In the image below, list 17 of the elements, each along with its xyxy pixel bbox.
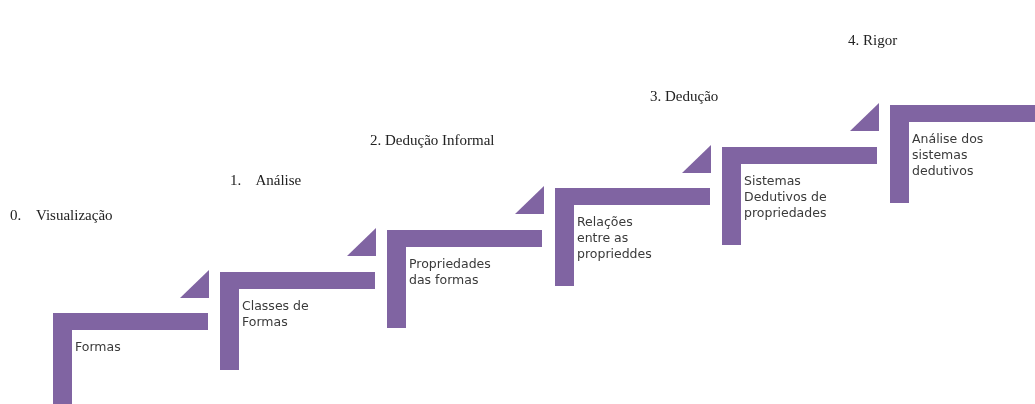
step-label: Relações entre as proprieddes [577,214,653,262]
step-label: Análise dos sistemas dedutivos [912,131,985,179]
stair-step [555,188,710,286]
level-heading: 4. Rigor [848,32,898,49]
level-heading: 0. Visualização [10,207,113,224]
step-label: Sistemas Dedutivos de propriedades [744,173,828,221]
step-label: Formas [75,339,122,355]
stair-step [722,147,877,245]
stair-step [53,313,208,404]
step-label: Classes de Formas [242,298,310,330]
step-label: Propriedades das formas [409,256,492,288]
level-heading: 1. Análise [230,172,302,189]
stair-step [387,230,542,328]
stair-step [220,272,375,370]
level-heading: 2. Dedução Informal [370,132,495,149]
level-heading: 3. Dedução [650,88,719,105]
stair-step [890,105,1035,203]
